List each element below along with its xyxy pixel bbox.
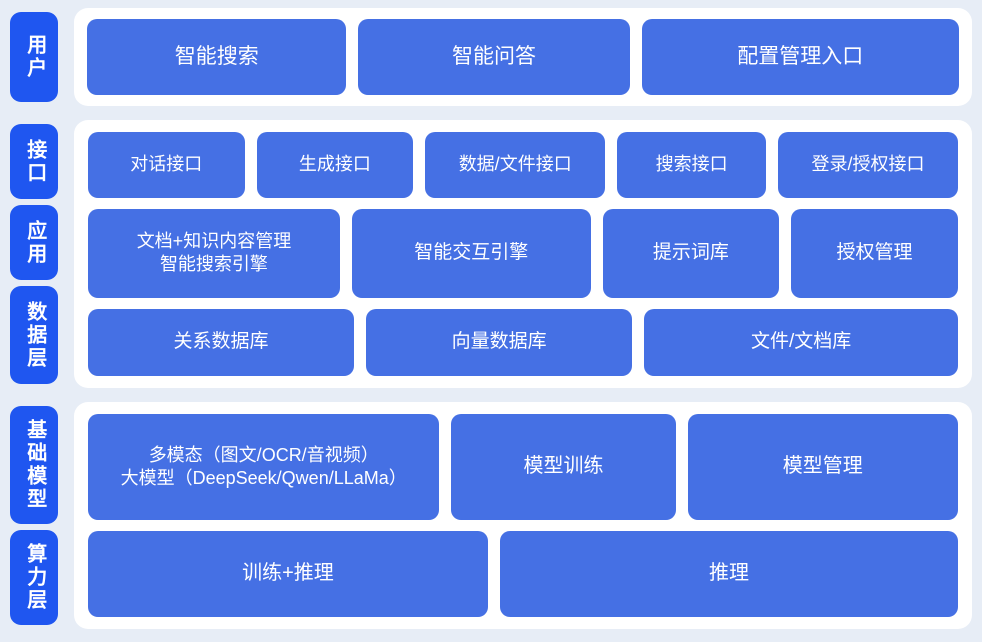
box-file-document-store[interactable]: 文件/文档库 [644, 308, 959, 376]
box-data-file-interface[interactable]: 数据/文件接口 [425, 132, 606, 198]
rail-tab-label: 用户 [23, 34, 46, 80]
row-interfaces: 对话接口 生成接口 数据/文件接口 搜索接口 登录/授权接口 [88, 132, 958, 198]
section-infrastructure: 基础模型 算力层 多模态（图文/OCR/音视频） 大模型（DeepSeek/Qw… [10, 402, 972, 629]
rail-tab-application[interactable]: 应用 [10, 205, 58, 280]
rail-tab-label: 数据层 [23, 300, 46, 370]
rail-tab-label: 基础模型 [23, 419, 46, 511]
box-smart-interaction-engine[interactable]: 智能交互引擎 [351, 208, 591, 298]
rail-users: 用户 [10, 8, 58, 106]
box-search-interface[interactable]: 搜索接口 [617, 132, 766, 198]
rail-tab-label: 算力层 [23, 543, 46, 612]
panel-infrastructure: 多模态（图文/OCR/音视频） 大模型（DeepSeek/Qwen/LLaMa）… [74, 402, 972, 629]
box-smart-search[interactable]: 智能搜索 [87, 19, 347, 95]
box-training-and-inference[interactable]: 训练+推理 [88, 531, 488, 617]
box-dialog-interface[interactable]: 对话接口 [88, 132, 245, 198]
section-platform: 接口 应用 数据层 对话接口 生成接口 数据/文件接口 搜索接口 登录/授权接口… [10, 120, 972, 388]
section-users: 用户 智能搜索 智能问答 配置管理入口 [10, 8, 972, 106]
rail-tab-label: 接口 [23, 138, 46, 185]
box-model-training[interactable]: 模型训练 [451, 414, 676, 521]
box-inference[interactable]: 推理 [499, 531, 958, 617]
box-prompt-library[interactable]: 提示词库 [602, 208, 780, 298]
rail-tab-interface[interactable]: 接口 [10, 124, 58, 199]
row-compute: 训练+推理 推理 [88, 531, 958, 617]
rail-tab-data-layer[interactable]: 数据层 [10, 286, 58, 384]
box-multimodal-large-model[interactable]: 多模态（图文/OCR/音视频） 大模型（DeepSeek/Qwen/LLaMa） [88, 414, 440, 521]
rail-infrastructure: 基础模型 算力层 [10, 402, 58, 629]
rail-platform: 接口 应用 数据层 [10, 120, 58, 388]
rail-tab-users[interactable]: 用户 [10, 12, 58, 102]
row-data-stores: 关系数据库 向量数据库 文件/文档库 [88, 308, 959, 376]
box-generation-interface[interactable]: 生成接口 [256, 132, 414, 198]
rail-tab-foundation-model[interactable]: 基础模型 [10, 406, 58, 524]
box-config-management-entry[interactable]: 配置管理入口 [641, 19, 960, 95]
box-document-knowledge-management[interactable]: 文档+知识内容管理 智能搜索引擎 [88, 208, 340, 298]
box-relational-database[interactable]: 关系数据库 [88, 308, 355, 376]
rail-tab-label: 应用 [23, 219, 46, 266]
panel-platform: 对话接口 生成接口 数据/文件接口 搜索接口 登录/授权接口 文档+知识内容管理… [74, 120, 972, 388]
row-user-entries: 智能搜索 智能问答 配置管理入口 [87, 19, 960, 95]
box-smart-qa[interactable]: 智能问答 [358, 19, 630, 95]
box-model-management[interactable]: 模型管理 [687, 414, 958, 521]
box-login-auth-interface[interactable]: 登录/授权接口 [777, 132, 958, 198]
rail-tab-compute-layer[interactable]: 算力层 [10, 530, 58, 625]
box-vector-database[interactable]: 向量数据库 [366, 308, 633, 376]
row-applications: 文档+知识内容管理 智能搜索引擎 智能交互引擎 提示词库 授权管理 [88, 208, 959, 298]
box-authorization-management[interactable]: 授权管理 [791, 208, 959, 298]
row-models: 多模态（图文/OCR/音视频） 大模型（DeepSeek/Qwen/LLaMa）… [88, 414, 958, 521]
panel-users: 智能搜索 智能问答 配置管理入口 [74, 8, 972, 106]
